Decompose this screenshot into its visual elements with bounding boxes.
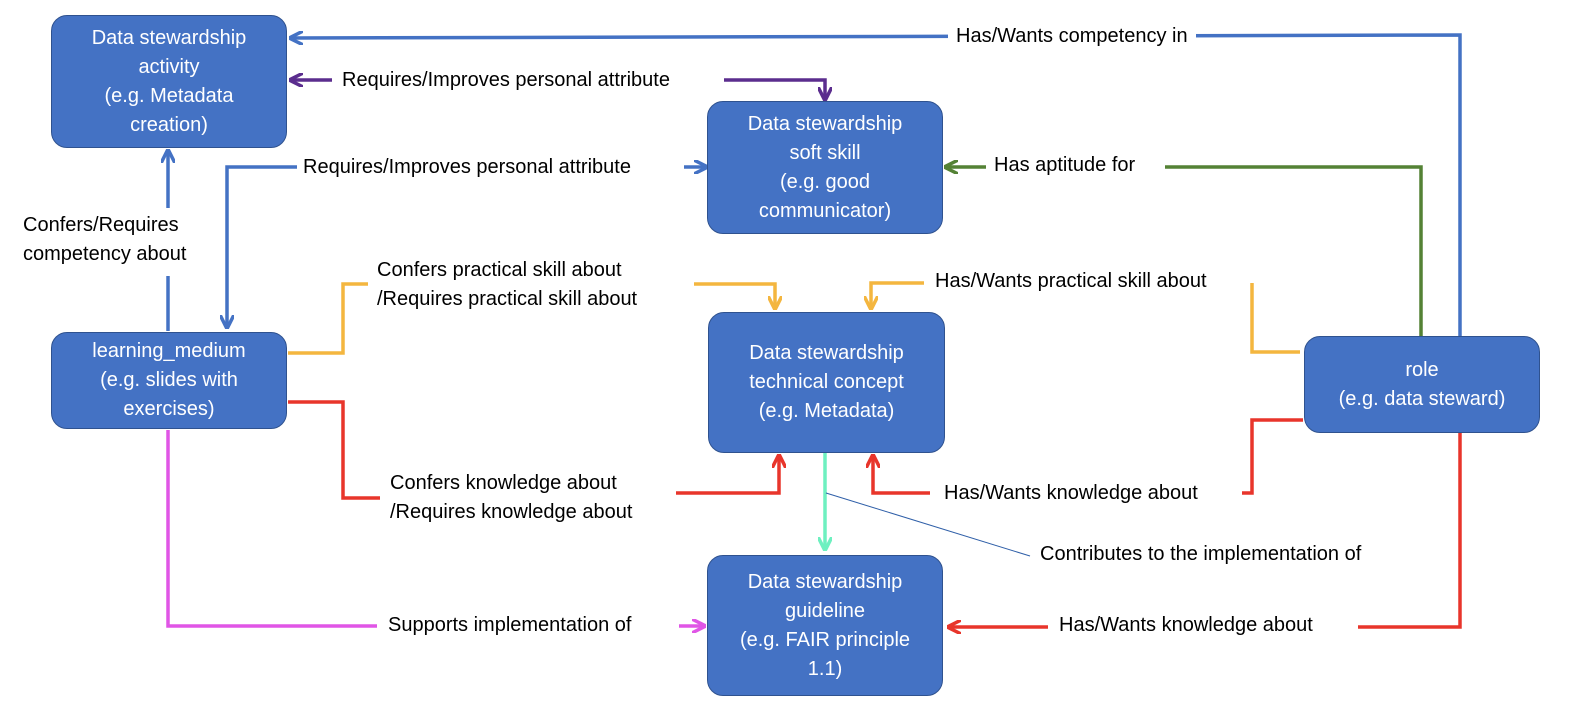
label-medium-concept-knowledge: Confers knowledge about /Requires knowle… xyxy=(384,469,639,527)
label-medium-activity: Confers/Requires competency about xyxy=(17,211,193,269)
node-learning-medium-line: learning_medium xyxy=(92,340,246,362)
node-role[interactable]: role (e.g. data steward) xyxy=(1304,336,1540,433)
label-activity-softskill: Requires/Improves personal attribute xyxy=(336,66,676,95)
node-learning-medium-line: exercises) xyxy=(123,398,215,420)
edge-medium-concept-practical-b xyxy=(694,282,775,307)
label-medium-concept-knowledge-line: /Requires knowledge about xyxy=(390,501,633,523)
label-role-concept-knowledge: Has/Wants knowledge about xyxy=(938,479,1204,508)
edge-role-concept-practical-b xyxy=(871,281,924,307)
node-learning-medium[interactable]: learning_medium (e.g. slides with exerci… xyxy=(51,332,287,429)
node-soft-skill[interactable]: Data stewardship soft skill (e.g. good c… xyxy=(707,101,943,234)
node-technical-concept[interactable]: Data stewardship technical concept (e.g.… xyxy=(708,312,945,453)
label-medium-concept-knowledge-line: Confers knowledge about xyxy=(390,472,617,494)
edge-role-concept-knowledge-a xyxy=(1242,418,1303,495)
node-activity-line: activity xyxy=(138,55,200,78)
label-medium-concept-practical-line: Confers practical skill about xyxy=(377,259,622,281)
label-medium-activity-line: competency about xyxy=(23,243,187,265)
edge-role-concept-practical-a xyxy=(1250,283,1300,354)
node-technical-concept-line: technical concept xyxy=(749,371,904,393)
label-concept-guideline: Contributes to the implementation of xyxy=(1034,540,1368,569)
edge-medium-softskill-down xyxy=(227,165,297,326)
edge-role-softskill xyxy=(1165,165,1423,336)
edge-medium-concept-practical-a xyxy=(288,282,368,355)
edge-role-concept-knowledge-b xyxy=(873,457,930,495)
label-role-concept-practical: Has/Wants practical skill about xyxy=(929,267,1213,296)
node-technical-concept-line: Data stewardship xyxy=(749,342,904,364)
node-role-line: (e.g. data steward) xyxy=(1338,387,1506,410)
node-guideline[interactable]: Data stewardship guideline (e.g. FAIR pr… xyxy=(707,555,943,696)
edge-activity-softskill-right xyxy=(724,78,825,98)
label-medium-softskill: Requires/Improves personal attribute xyxy=(297,153,637,182)
edge-medium-concept-knowledge-b xyxy=(676,457,779,495)
node-guideline-line: guideline xyxy=(784,599,866,622)
label-role-activity: Has/Wants competency in xyxy=(948,22,1196,51)
node-learning-medium-line: (e.g. slides with xyxy=(100,369,238,391)
label-medium-guideline: Supports implementation of xyxy=(382,611,638,640)
node-guideline-line: Data stewardship xyxy=(747,570,903,593)
label-medium-concept-practical: Confers practical skill about /Requires … xyxy=(371,256,644,314)
node-activity-line: (e.g. Metadata xyxy=(104,84,234,107)
label-role-guideline: Has/Wants knowledge about xyxy=(1053,611,1319,640)
edge-medium-concept-knowledge-a xyxy=(288,400,380,500)
label-role-softskill: Has aptitude for xyxy=(988,151,1142,180)
node-guideline-line: 1.1) xyxy=(807,657,843,680)
edge-role-guideline-a xyxy=(1358,433,1462,629)
node-soft-skill-line: soft skill xyxy=(789,141,861,164)
node-soft-skill-line: communicator) xyxy=(758,199,892,222)
edge-role-activity xyxy=(292,35,1462,336)
node-technical-concept-line: (e.g. Metadata) xyxy=(758,400,895,422)
node-role-line: role xyxy=(1405,358,1439,381)
node-guideline-line: (e.g. FAIR principle xyxy=(739,628,911,651)
node-soft-skill-line: (e.g. good xyxy=(779,170,871,193)
edge-medium-guideline-a xyxy=(166,430,377,628)
label-medium-activity-line: Confers/Requires xyxy=(23,214,179,236)
node-activity-line: creation) xyxy=(130,113,208,136)
node-activity-line: Data stewardship xyxy=(91,26,247,49)
label-medium-concept-practical-line: /Requires practical skill about xyxy=(377,288,638,310)
edge-concept-guideline-connector xyxy=(825,492,1031,557)
node-activity[interactable]: Data stewardship activity (e.g. Metadata… xyxy=(51,15,287,148)
node-soft-skill-line: Data stewardship xyxy=(747,112,903,135)
